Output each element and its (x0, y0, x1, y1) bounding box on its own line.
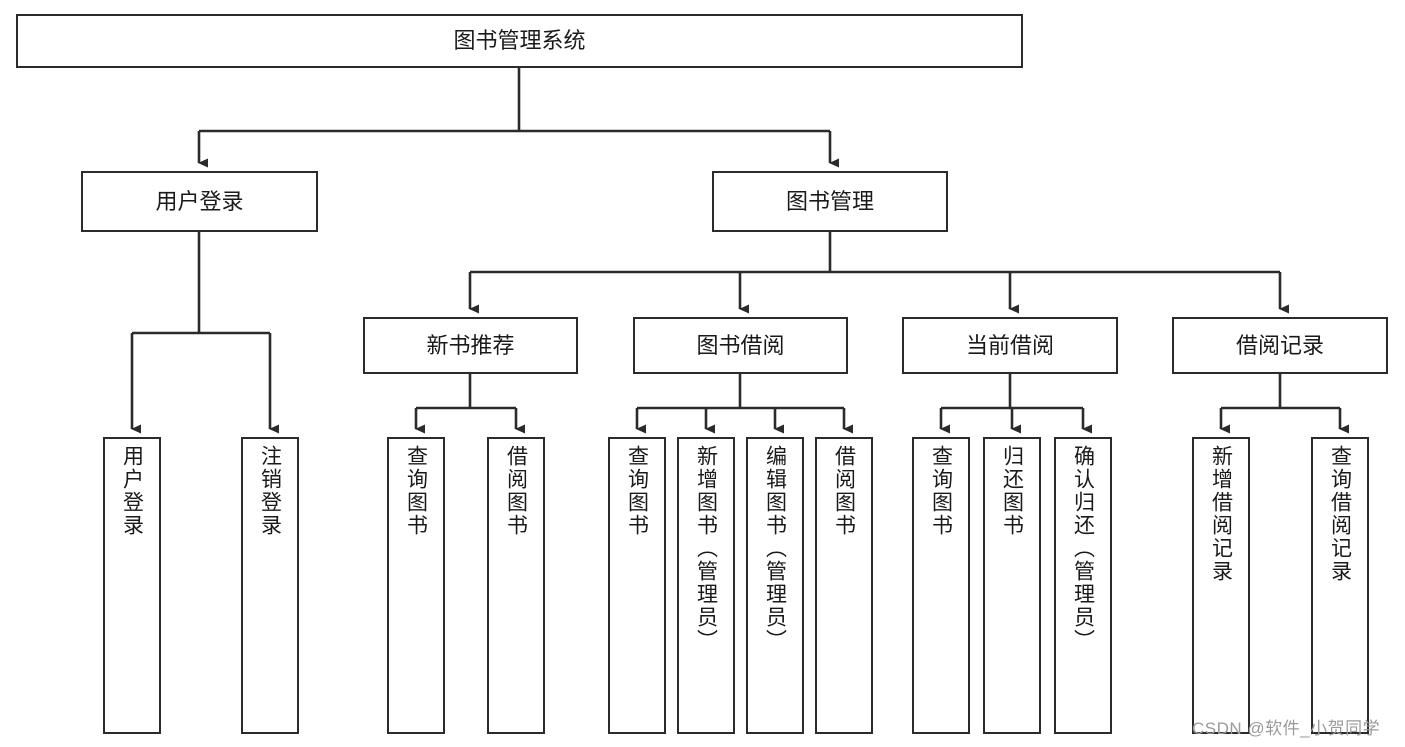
node-book-borrow-label: 图书借阅 (696, 332, 785, 358)
connector-userlogin-to-leaves (130, 232, 279, 434)
node-book-management-label: 图书管理 (785, 188, 874, 214)
node-root-system[interactable]: 图书管理系统 (16, 14, 1023, 68)
connector-bookborrow-to-leaves (635, 374, 853, 434)
node-borrow-record[interactable]: 借阅记录 (1172, 317, 1388, 374)
node-leaf-user-login[interactable]: 用户登录 (103, 437, 161, 734)
node-leaf-edit-book-label: 编辑图书（管理员） (763, 445, 787, 652)
watermark-credit: CSDN @软件_小贺同学 (1192, 719, 1381, 738)
node-leaf-edit-book[interactable]: 编辑图书（管理员） (746, 437, 804, 734)
connector-bookmgmt-to-level3 (468, 232, 1289, 314)
node-leaf-query-book-2-label: 查询图书 (625, 445, 649, 537)
node-leaf-return-book[interactable]: 归还图书 (983, 437, 1041, 734)
node-leaf-borrow-book-2[interactable]: 借阅图书 (815, 437, 873, 734)
node-leaf-add-book[interactable]: 新增图书（管理员） (677, 437, 735, 734)
node-current-borrow[interactable]: 当前借阅 (902, 317, 1118, 374)
node-new-book-recommend[interactable]: 新书推荐 (363, 317, 578, 374)
node-leaf-query-book-3[interactable]: 查询图书 (912, 437, 970, 734)
node-leaf-confirm-return-label: 确认归还（管理员） (1071, 445, 1095, 652)
node-user-login[interactable]: 用户登录 (81, 171, 318, 232)
connector-borrowrecord-to-leaves (1219, 374, 1349, 434)
node-new-book-recommend-label: 新书推荐 (426, 332, 515, 358)
node-borrow-record-label: 借阅记录 (1235, 332, 1324, 358)
node-user-login-label: 用户登录 (155, 188, 244, 214)
connector-currentborrow-to-leaves (939, 374, 1092, 434)
node-leaf-add-record[interactable]: 新增借阅记录 (1192, 437, 1250, 734)
node-root-label: 图书管理系统 (453, 28, 586, 54)
node-leaf-query-record-label: 查询借阅记录 (1328, 445, 1352, 583)
node-leaf-borrow-book-1[interactable]: 借阅图书 (487, 437, 545, 734)
node-leaf-user-logout-label: 注销登录 (258, 445, 282, 537)
node-leaf-user-logout[interactable]: 注销登录 (241, 437, 299, 734)
node-book-management[interactable]: 图书管理 (712, 171, 948, 232)
connector-newbook-to-leaves (414, 374, 525, 434)
node-leaf-query-book-3-label: 查询图书 (929, 445, 953, 537)
node-leaf-borrow-book-2-label: 借阅图书 (832, 445, 856, 537)
connector-root-to-level2 (197, 68, 839, 168)
node-leaf-confirm-return[interactable]: 确认归还（管理员） (1054, 437, 1112, 734)
node-leaf-query-book-1[interactable]: 查询图书 (387, 437, 445, 734)
node-book-borrow[interactable]: 图书借阅 (633, 317, 848, 374)
node-leaf-user-login-label: 用户登录 (120, 445, 144, 537)
node-leaf-borrow-book-1-label: 借阅图书 (504, 445, 528, 537)
node-leaf-add-book-label: 新增图书（管理员） (694, 445, 718, 652)
node-leaf-return-book-label: 归还图书 (1000, 445, 1024, 537)
node-leaf-query-book-1-label: 查询图书 (404, 445, 428, 537)
node-leaf-query-record[interactable]: 查询借阅记录 (1311, 437, 1369, 734)
node-leaf-add-record-label: 新增借阅记录 (1209, 445, 1233, 583)
node-leaf-query-book-2[interactable]: 查询图书 (608, 437, 666, 734)
node-current-borrow-label: 当前借阅 (965, 332, 1054, 358)
